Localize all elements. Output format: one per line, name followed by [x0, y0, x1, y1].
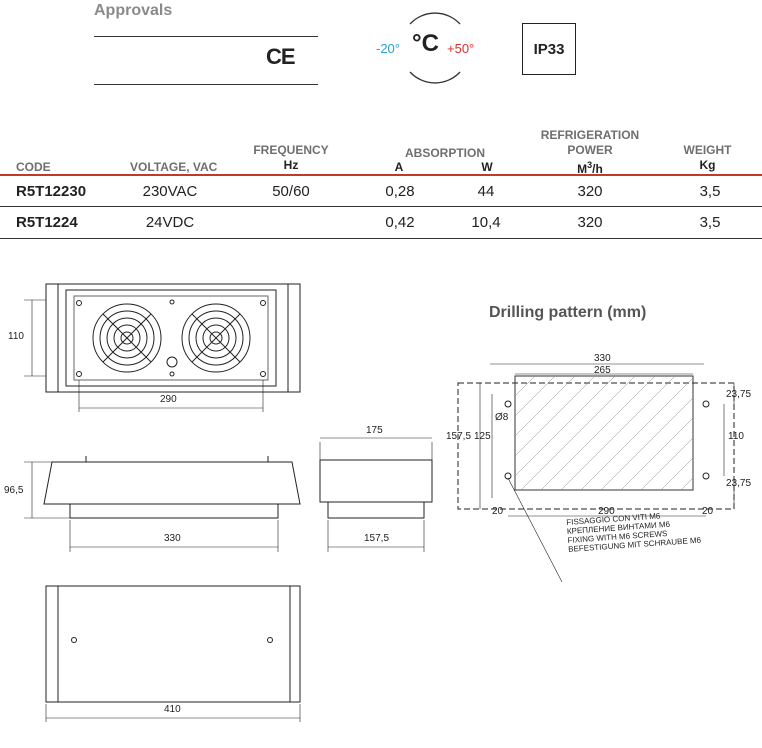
row-code: R5T12230	[16, 183, 87, 200]
header-power: POWER	[567, 143, 613, 157]
end-top-dim: 175	[366, 425, 383, 436]
approvals-title: Approvals	[94, 2, 173, 19]
row-voltage: 24VDC	[145, 214, 195, 231]
header-absorption-a: A	[394, 160, 404, 174]
temperature-min: -20°	[376, 41, 400, 56]
technical-drawings	[24, 283, 735, 722]
bottom-view-drawing	[45, 585, 301, 722]
front-width-dim: 290	[160, 394, 177, 405]
header-weight: WEIGHT	[683, 143, 732, 157]
row-voltage: 230VAC	[142, 183, 198, 200]
table-header-rule	[0, 174, 762, 176]
row-watts: 10,4	[471, 214, 501, 231]
row-amps: 0,28	[385, 183, 415, 200]
drill-outer-height: 157,5	[446, 431, 472, 442]
end-view-drawing	[319, 437, 433, 552]
end-bottom-dim: 157,5	[364, 533, 390, 544]
temperature-unit: °C	[412, 30, 439, 57]
ip-rating: IP33	[533, 40, 565, 58]
header-voltage: VOLTAGE, VAC	[130, 160, 218, 174]
row-weight: 3,5	[699, 214, 721, 231]
side-width-dim: 330	[164, 533, 181, 544]
header-frequency-unit: Hz	[283, 158, 299, 172]
row-frequency: 50/60	[272, 183, 310, 200]
drill-inner-height: 125	[474, 431, 491, 442]
header-weight-unit: Kg	[699, 158, 716, 172]
side-height-dim: 96,5	[4, 485, 24, 496]
row-power: 320	[577, 183, 603, 200]
row-code: R5T1224	[16, 214, 78, 231]
drill-hole-spacing: 290	[598, 506, 615, 517]
front-view-drawing	[24, 283, 301, 412]
front-height-dim: 110	[8, 331, 24, 342]
drill-mid-height: 110	[728, 431, 744, 442]
ip-rating-badge: IP33	[522, 23, 576, 75]
header-frequency: FREQUENCY	[253, 143, 329, 157]
drilling-pattern-drawing	[457, 363, 735, 583]
temperature-range-icon	[409, 12, 461, 84]
row-weight: 3,5	[699, 183, 721, 200]
drill-hole-diameter: Ø8	[495, 412, 509, 423]
drill-inner-width: 265	[594, 365, 611, 376]
approvals-line-bottom	[94, 84, 318, 85]
row-watts: 44	[477, 183, 495, 200]
approvals-line-top	[94, 36, 318, 37]
drill-top-offset: 23,75	[726, 389, 752, 400]
drilling-title: Drilling pattern (mm)	[489, 304, 647, 321]
header-power-unit: M3/h	[577, 160, 603, 176]
temperature-max: +50°	[447, 41, 475, 56]
bottom-width-dim: 410	[164, 704, 181, 715]
drill-left-margin: 20	[492, 506, 504, 517]
row-divider	[0, 206, 762, 207]
header-code: CODE	[16, 160, 51, 174]
side-view-drawing	[24, 456, 301, 552]
table-bottom-rule	[0, 238, 762, 239]
drill-bottom-offset: 23,75	[726, 478, 752, 489]
drill-right-margin: 20	[702, 506, 714, 517]
row-power: 320	[577, 214, 603, 231]
ce-mark: CE	[266, 44, 296, 69]
row-amps: 0,42	[385, 214, 415, 231]
header-absorption: ABSORPTION	[404, 146, 485, 160]
drill-outer-width: 330	[594, 353, 611, 364]
header-absorption-w: W	[481, 160, 493, 174]
header-refrigeration: REFRIGERATION	[540, 128, 640, 142]
